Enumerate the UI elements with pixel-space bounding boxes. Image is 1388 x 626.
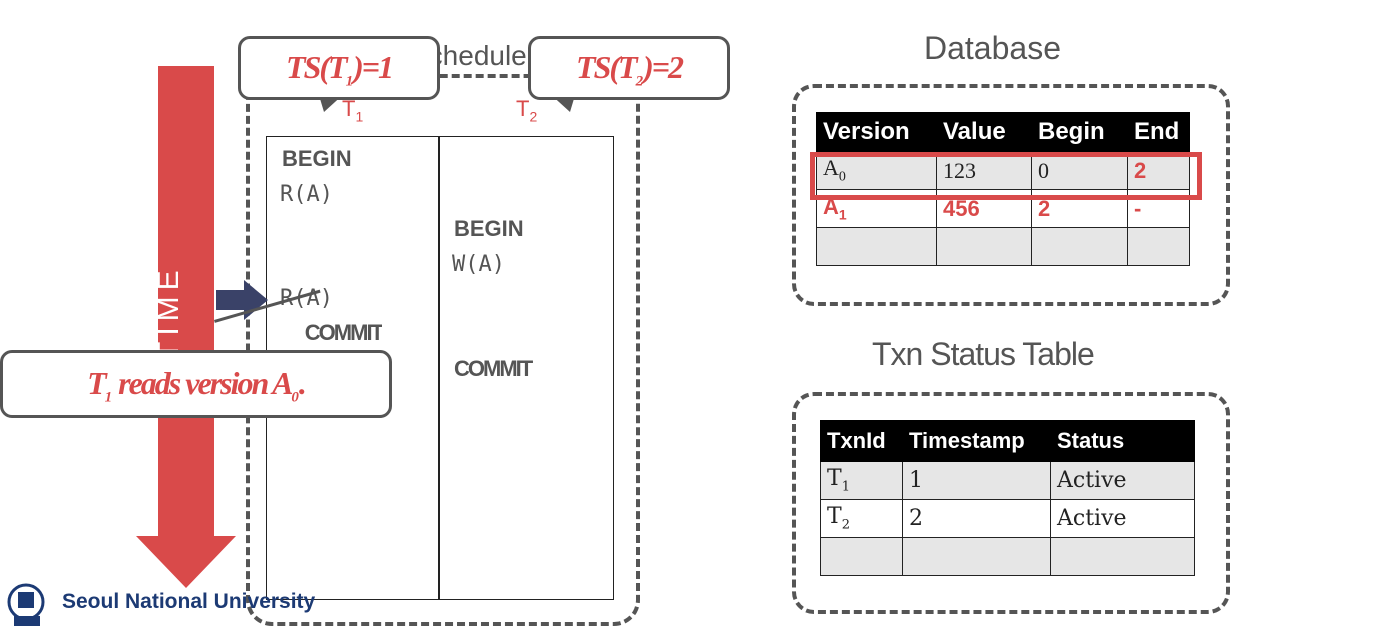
cell-end: 2 — [1127, 151, 1190, 190]
ts-t1-callout: TS(T1)=1 — [238, 36, 440, 100]
header-begin: Begin — [1031, 112, 1128, 152]
table-row: T1 1 Active — [820, 461, 1195, 500]
t2-commit: COMMIT — [454, 356, 533, 381]
version-table-header: Version Value Begin End — [816, 112, 1190, 152]
cell-txnid — [820, 537, 903, 576]
current-step-pointer-shaft — [216, 290, 246, 310]
header-version: Version — [816, 112, 937, 152]
t1-read-a-first: R(A) — [280, 182, 333, 207]
txn-status-table: TxnId Timestamp Status T1 1 Active T2 2 … — [820, 420, 1195, 576]
cell-status — [1050, 537, 1195, 576]
cell-end — [1127, 227, 1190, 266]
cell-version — [816, 227, 937, 266]
txn-status-header: TxnId Timestamp Status — [820, 420, 1195, 462]
version-table: Version Value Begin End A0 123 0 2 A1 45… — [816, 112, 1190, 266]
current-step-pointer-head — [244, 280, 268, 320]
t2-write-a: W(A) — [452, 252, 505, 277]
header-timestamp: Timestamp — [902, 420, 1051, 462]
cell-begin: 0 — [1031, 151, 1128, 190]
reads-version-callout: T1 reads version A0. — [0, 350, 392, 418]
cell-timestamp: 1 — [902, 461, 1051, 500]
database-title: Database — [924, 30, 1061, 66]
table-row: T2 2 Active — [820, 499, 1195, 538]
table-row: A0 123 0 2 — [816, 151, 1190, 190]
schedule-divider — [438, 136, 440, 600]
cell-version: A0 — [816, 151, 937, 190]
txn-status-container — [792, 392, 1230, 614]
ts-t2-callout: TS(T2)=2 — [528, 36, 730, 100]
cell-status: Active — [1050, 499, 1195, 538]
txn-status-title: Txn Status Table — [872, 336, 1095, 372]
table-row — [816, 227, 1190, 266]
cell-txnid: T2 — [820, 499, 903, 538]
time-arrow-head — [136, 536, 236, 588]
t1-commit: COMMIT — [304, 320, 382, 345]
table-row — [820, 537, 1195, 576]
column-header-t2: T2 — [516, 96, 538, 125]
time-label: TIME — [152, 264, 185, 360]
header-value: Value — [936, 112, 1032, 152]
cell-timestamp — [902, 537, 1051, 576]
cell-value: 123 — [936, 151, 1032, 190]
university-emblem-icon — [7, 583, 45, 626]
database-container — [792, 84, 1230, 306]
version-a0-highlight — [810, 152, 1202, 200]
t2-begin: BEGIN — [454, 216, 524, 241]
cell-value — [936, 227, 1032, 266]
t1-begin: BEGIN — [282, 146, 352, 171]
header-end: End — [1127, 112, 1190, 152]
cell-begin — [1031, 227, 1128, 266]
university-name: Seoul National University — [62, 590, 316, 613]
cell-timestamp: 2 — [902, 499, 1051, 538]
cell-txnid: T1 — [820, 461, 903, 500]
header-status: Status — [1050, 420, 1195, 462]
time-arrow-shaft — [158, 66, 214, 536]
cell-status: Active — [1050, 461, 1195, 500]
header-txnid: TxnId — [820, 420, 903, 462]
